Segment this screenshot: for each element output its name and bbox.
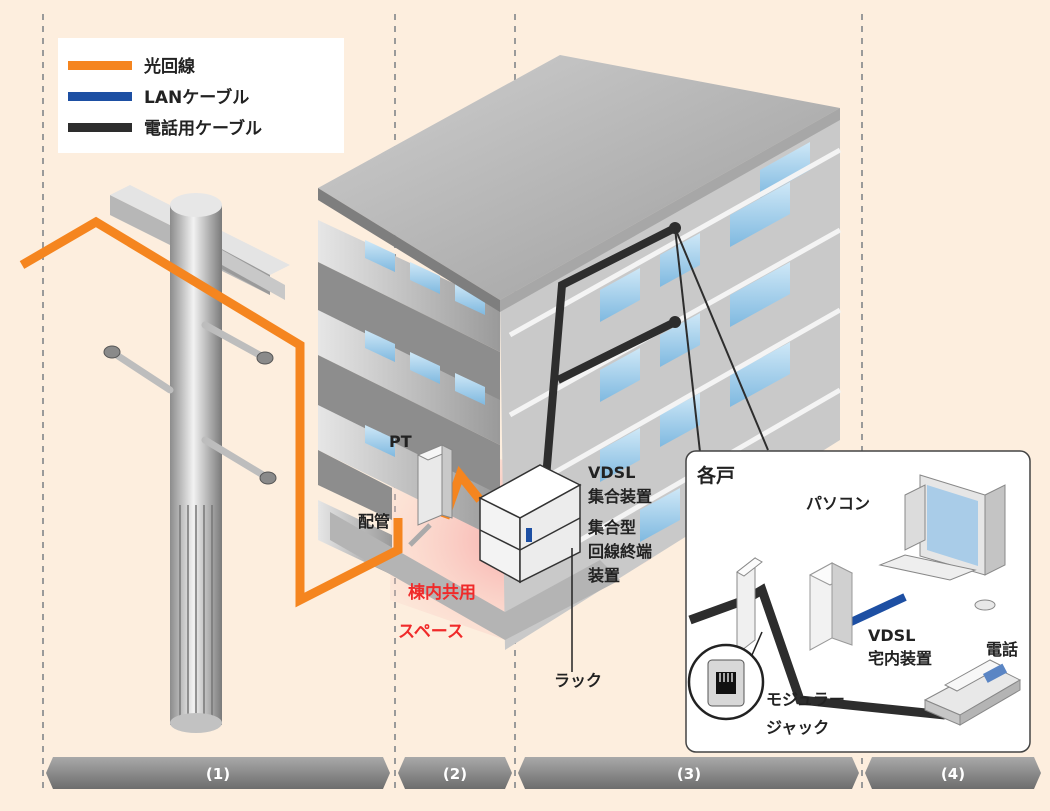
vdsl-unit-indicator	[526, 528, 532, 542]
section-bar-2	[398, 757, 512, 789]
section-label-3: (3)	[677, 765, 701, 783]
onu-label-1: 集合型	[587, 518, 636, 537]
building-roof	[318, 55, 840, 300]
household-inset: 各戸	[685, 450, 1031, 753]
equipment-rack	[478, 464, 582, 584]
phone-cable-building	[541, 224, 677, 491]
pc-label: パソコン	[806, 494, 870, 513]
modem-label-2: 宅内装置	[868, 649, 932, 668]
onu-label-3: 装置	[587, 566, 620, 585]
front-windows	[365, 240, 485, 457]
telephone-icon	[923, 659, 1022, 726]
inset-phone-cable	[688, 583, 946, 720]
section-bar-4	[865, 757, 1041, 789]
section-label-2: (2)	[443, 765, 467, 783]
pt-box	[408, 444, 454, 547]
utility-pole	[103, 185, 290, 733]
phone-label: 電話	[986, 640, 1018, 659]
piping-label: 配管	[358, 512, 390, 531]
modular-jack-icon	[687, 631, 765, 721]
onu-label-2: 回線終端	[588, 542, 652, 561]
inset-title: 各戸	[696, 464, 735, 487]
legend-swatch-phone	[68, 123, 132, 132]
shared-space-label-2: スペース	[398, 622, 464, 642]
vdsl-label-1: VDSL	[588, 463, 635, 482]
building-side-facade	[500, 108, 840, 650]
jack-label-2: ジャック	[766, 718, 829, 737]
legend-swatch-lan	[68, 92, 132, 101]
fiber-line	[19, 216, 403, 608]
vdsl-modem-icon	[808, 562, 854, 651]
legend-label-fiber: 光回線	[143, 56, 195, 77]
section-label-1: (1)	[206, 765, 230, 783]
jack-label-1: モジュラー	[766, 690, 845, 709]
section-bar-3	[518, 757, 859, 789]
rack-label: ラック	[554, 671, 602, 690]
pc-icon	[878, 474, 1006, 611]
callout-line	[674, 227, 769, 451]
section-label-4: (4)	[941, 765, 965, 783]
wall-jack-plate	[736, 556, 763, 656]
legend: 光回線 LANケーブル 電話用ケーブル	[58, 38, 344, 153]
legend-swatch-fiber	[68, 61, 132, 70]
legend-label-phone: 電話用ケーブル	[144, 118, 262, 139]
ground-slab	[330, 512, 620, 640]
section-bar-1	[46, 757, 390, 789]
shared-space-label-1: 棟内共用	[408, 582, 476, 603]
callout-line	[674, 227, 701, 453]
section-bars: (1) (2) (3) (4)	[46, 757, 1041, 789]
legend-label-lan: LANケーブル	[144, 87, 249, 108]
pt-label: PT	[389, 432, 412, 451]
modem-label-1: VDSL	[868, 626, 915, 645]
vdsl-label-2: 集合装置	[587, 487, 652, 506]
